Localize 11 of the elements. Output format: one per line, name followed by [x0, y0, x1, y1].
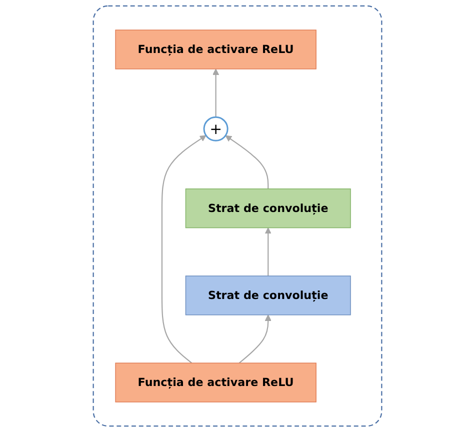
- node-circle: +: [203, 116, 228, 142]
- node-box: Funcția de activare ReLU: [115, 362, 316, 402]
- node-box: Strat de convoluție: [185, 276, 351, 316]
- arrow: [225, 135, 269, 189]
- cluster: [92, 5, 382, 427]
- arrow: [238, 314, 272, 364]
- arrow: [212, 68, 220, 118]
- arrow: [161, 135, 206, 364]
- arrow: [264, 227, 272, 276]
- node-box: Strat de convoluție: [185, 188, 351, 228]
- node-box: Funcția de activare ReLU: [115, 30, 316, 70]
